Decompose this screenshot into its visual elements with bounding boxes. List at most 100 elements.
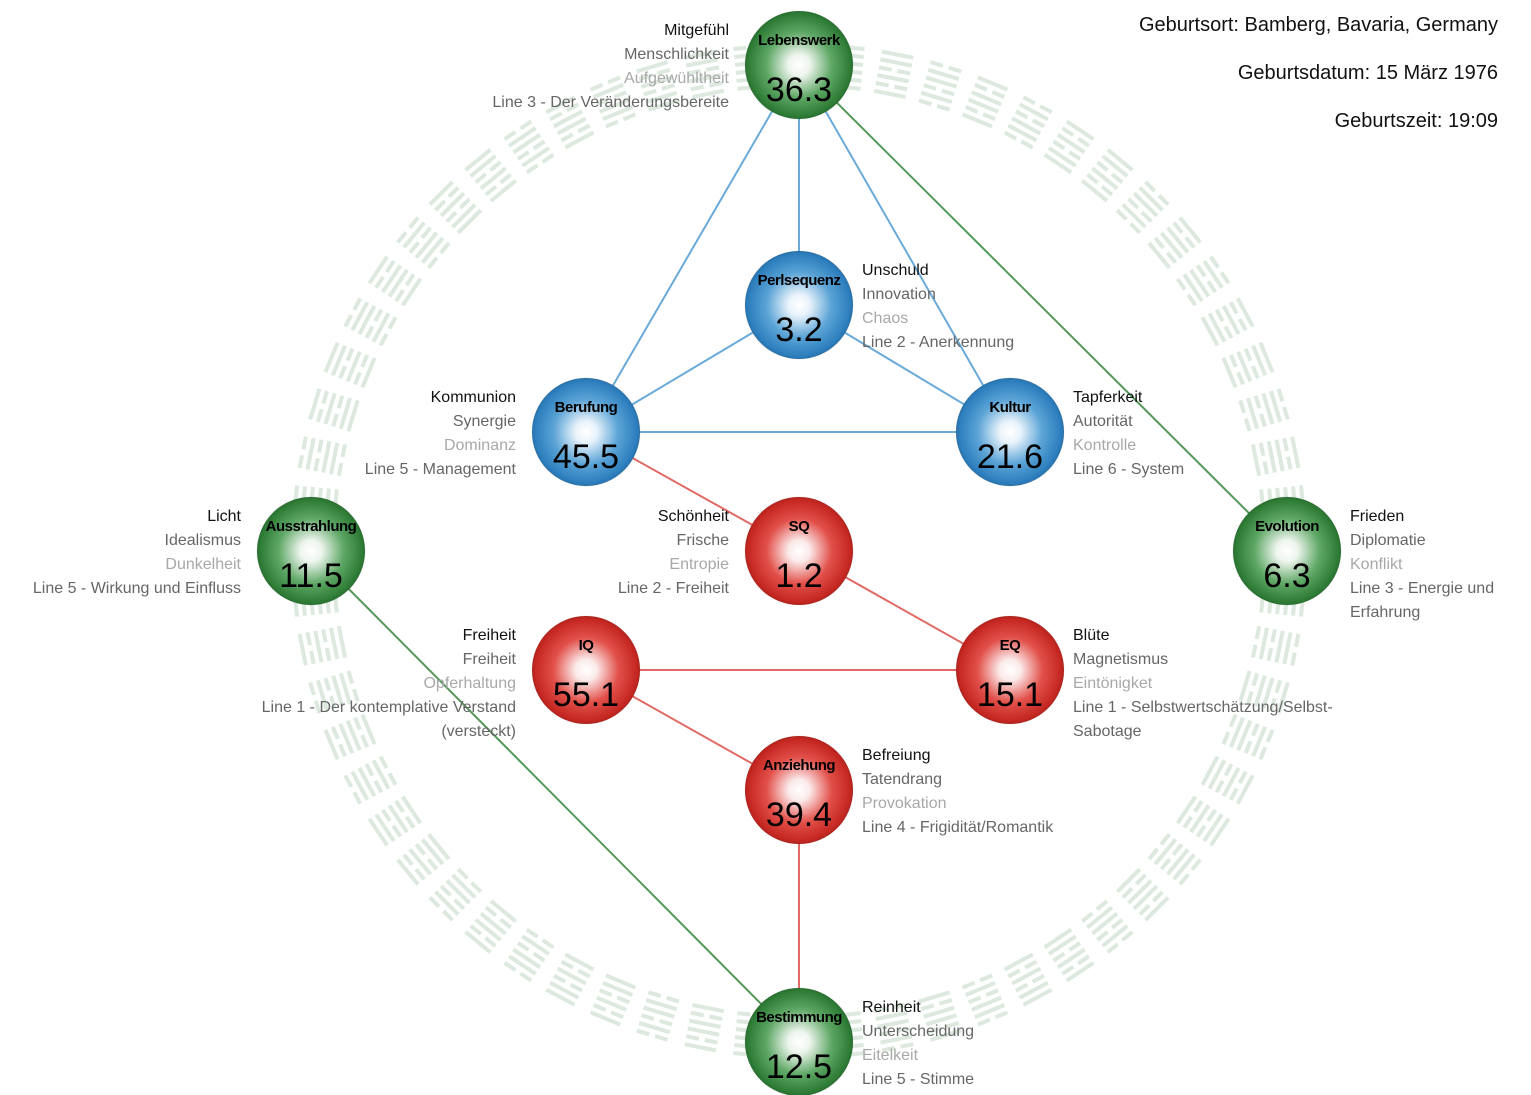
sphere-evolution-name: Evolution: [1255, 518, 1319, 535]
sphere-sq-ball: [744, 496, 854, 606]
sphere-berufung-line-1: Kommunion: [431, 389, 516, 406]
hexagram-icon: [308, 388, 360, 432]
sphere-sq-line-1: Schönheit: [658, 508, 730, 525]
hexagram-icon: [367, 255, 423, 307]
hexagram-icon: [684, 1002, 725, 1053]
sphere-kultur-line-2: Autorität: [1073, 413, 1133, 430]
sphere-lebenswerk[interactable]: Lebenswerk 36.3: [744, 10, 854, 120]
sphere-lebenswerk-line-4: Line 3 - Der Veränderungsbereite: [492, 94, 729, 111]
connection-lebenswerk-berufung: [585, 64, 800, 433]
hexagram-icon: [367, 795, 423, 847]
sphere-sq[interactable]: SQ 1.2: [744, 496, 854, 606]
sphere-lebenswerk-ball: [744, 10, 854, 120]
sphere-kultur-line-1: Tapferkeit: [1073, 389, 1143, 406]
hexagram-icon: [464, 899, 518, 954]
sphere-kultur-line-3: Kontrolle: [1073, 437, 1136, 454]
sphere-bestimmung-line-4: Line 5 - Stimme: [862, 1071, 974, 1088]
sphere-perlsequenz-value: 3.2: [775, 311, 822, 349]
sphere-kultur-ball: [955, 377, 1065, 487]
sphere-iq[interactable]: IQ 55.1: [531, 615, 641, 725]
sphere-lebenswerk-info: MitgefühlMenschlichkeitAufgewühltheitLin…: [492, 22, 729, 111]
sphere-ausstrahlung-line-1: Licht: [207, 508, 241, 525]
sphere-berufung-value: 45.5: [553, 438, 619, 476]
sphere-ausstrahlung[interactable]: Ausstrahlung 11.5: [256, 496, 366, 606]
sphere-berufung-ball: [531, 377, 641, 487]
hexagram-icon: [1200, 755, 1255, 805]
hexagram-icon: [873, 49, 914, 100]
sphere-perlsequenz-line-3: Chaos: [862, 310, 908, 327]
birth-date: Geburtsdatum: 15 März 1976: [1237, 62, 1498, 84]
sphere-evolution-line-2: Diplomatie: [1350, 532, 1426, 549]
sphere-anziehung-line-1: Befreiung: [862, 747, 931, 764]
sphere-bestimmung-line-3: Eitelkeit: [862, 1047, 919, 1064]
sphere-bestimmung-line-1: Reinheit: [862, 999, 921, 1016]
sphere-ausstrahlung-line-4: Line 5 - Wirkung und Einfluss: [33, 580, 241, 597]
hexagram-icon: [503, 119, 555, 175]
sphere-ausstrahlung-name: Ausstrahlung: [266, 518, 357, 535]
connection-lebenswerk-kultur: [798, 64, 1011, 433]
sphere-lebenswerk-name: Lebenswerk: [758, 32, 841, 49]
sphere-bestimmung-name: Bestimmung: [756, 1009, 842, 1026]
sphere-bestimmung-line-2: Unterscheidung: [862, 1023, 974, 1040]
sphere-eq-line-2: Magnetismus: [1073, 651, 1168, 668]
hexagram-icon: [1238, 670, 1290, 714]
hexagram-icon: [1250, 625, 1301, 666]
sphere-evolution-line-3: Konflikt: [1350, 556, 1403, 573]
sphere-iq-line-3: Opferhaltung: [423, 675, 516, 692]
sphere-evolution-value: 6.3: [1263, 557, 1310, 595]
hexagram-icon: [297, 625, 348, 666]
hexagram-icon: [464, 148, 518, 203]
sphere-anziehung-value: 39.4: [766, 796, 832, 834]
sphere-iq-name: IQ: [579, 637, 595, 654]
sphere-sq-name: SQ: [789, 518, 811, 535]
sphere-evolution[interactable]: Evolution 6.3: [1232, 496, 1342, 606]
hexagram-icon: [297, 436, 348, 477]
hexagram-icon: [636, 60, 680, 112]
hexagram-icon: [961, 973, 1009, 1027]
hexagram-icon: [1115, 180, 1170, 235]
sphere-labels: MitgefühlMenschlichkeitAufgewühltheitLin…: [33, 22, 1494, 1088]
hexagram-icon: [1043, 927, 1095, 983]
hexagram-icon: [1221, 713, 1275, 761]
hexagram-icon: [961, 75, 1009, 129]
hexagram-icon: [545, 95, 595, 150]
sphere-ausstrahlung-ball: [256, 496, 366, 606]
sphere-sq-line-3: Entropie: [669, 556, 729, 573]
sphere-ausstrahlung-value: 11.5: [279, 557, 343, 595]
hexagram-icon: [1115, 867, 1170, 922]
sphere-lebenswerk-line-1: Mitgefühl: [664, 22, 729, 39]
hexagram-icon: [1147, 832, 1202, 886]
sphere-sq-value: 1.2: [775, 557, 822, 595]
sphere-lebenswerk-value: 36.3: [766, 71, 832, 109]
hexagram-icon: [1200, 297, 1255, 347]
sphere-eq-line-5: Sabotage: [1073, 723, 1142, 740]
sphere-bestimmung[interactable]: Bestimmung 12.5: [744, 987, 854, 1095]
sphere-eq-value: 15.1: [977, 676, 1043, 714]
sphere-anziehung[interactable]: Anziehung 39.4: [744, 735, 854, 845]
birth-time: Geburtszeit: 19:09: [1334, 110, 1498, 132]
hexagram-icon: [589, 973, 637, 1027]
sphere-berufung-line-2: Synergie: [453, 413, 516, 430]
sphere-anziehung-name: Anziehung: [763, 757, 835, 774]
sphere-bestimmung-value: 12.5: [766, 1048, 832, 1086]
sphere-berufung[interactable]: Berufung 45.5: [531, 377, 641, 487]
sphere-iq-value: 55.1: [553, 676, 619, 714]
hexagram-icon: [343, 297, 398, 347]
hexagram-icon: [323, 341, 377, 389]
hexagram-icon: [1080, 899, 1134, 954]
hexagram-icon: [1250, 436, 1301, 477]
sphere-berufung-name: Berufung: [555, 399, 618, 416]
hexagram-icon: [503, 927, 555, 983]
sphere-sq-line-4: Line 2 - Freiheit: [618, 580, 730, 597]
hexagram-icon: [1080, 148, 1134, 203]
